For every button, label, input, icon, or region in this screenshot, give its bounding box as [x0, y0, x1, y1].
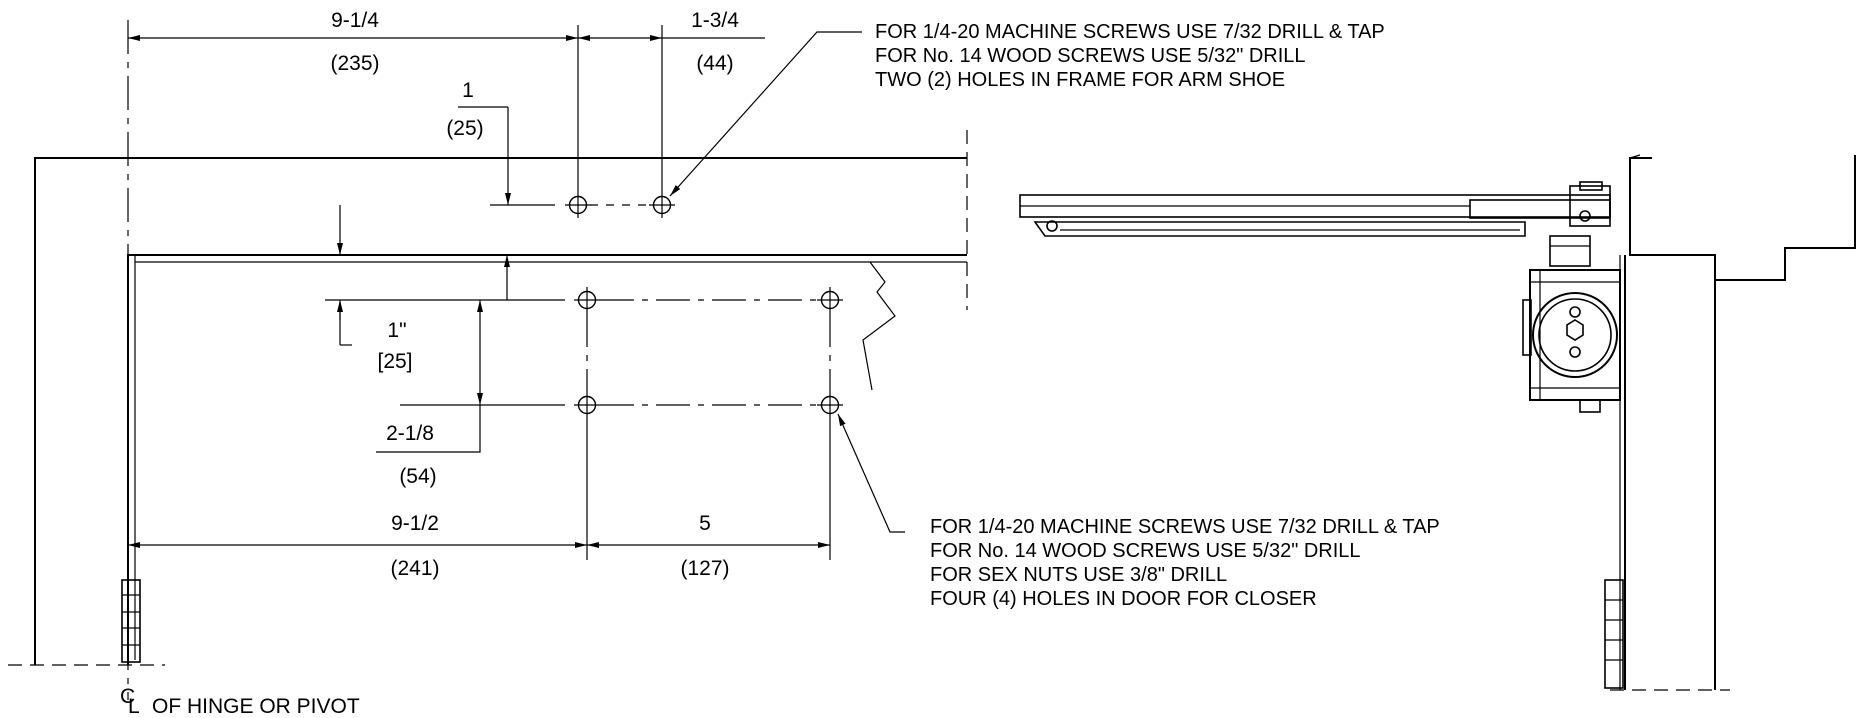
- left-elevation-view: 9-1/4 (235) 1-3/4 (44) 1 (25) 1" [25] 2-…: [8, 9, 1440, 718]
- frame-hole-1: [564, 191, 592, 219]
- centerline-label: OF HINGE OR PIVOT: [152, 695, 360, 718]
- right-section-view: [1019, 154, 1856, 691]
- door-break-zigzag: [862, 261, 896, 391]
- door-outline: [127, 254, 967, 665]
- dim-top-hole-spacing: 1-3/4: [691, 9, 739, 32]
- door-note-leader: [837, 413, 905, 533]
- arm-shoe: [1549, 235, 1591, 267]
- frame-note-line-2: FOR No. 14 WOOD SCREWS USE 5/32" DRILL: [875, 45, 1306, 67]
- dim-top-span-mm: (235): [330, 52, 379, 75]
- hinge-symbol: [121, 579, 141, 663]
- dim-bottom-span: 9-1/2: [391, 512, 439, 535]
- closer-body: [1522, 269, 1621, 413]
- door-hole-4: [816, 391, 844, 419]
- dim-frame-offset: 1: [462, 79, 474, 102]
- frame-header-top-inner: [1629, 154, 1641, 159]
- dim-door-offset-mm: [25]: [377, 350, 412, 373]
- centerline-symbol-l: L: [128, 695, 140, 718]
- dim-bottom-span-mm: (241): [390, 557, 439, 580]
- dim-top-hole-spacing-mm: (44): [696, 52, 733, 75]
- frame-hole-2: [648, 191, 676, 219]
- dim-door-offset: 1": [387, 319, 406, 342]
- door-hole-2: [816, 286, 844, 314]
- dim-bottom-hole-spacing-mm: (127): [680, 557, 729, 580]
- dim-hole-vertical: 2-1/8: [386, 422, 434, 445]
- dim-top-span: 9-1/4: [331, 9, 379, 32]
- dim-hole-vertical-leader: [376, 405, 481, 453]
- frame-note-line-3: TWO (2) HOLES IN FRAME FOR ARM SHOE: [875, 69, 1285, 91]
- dim-bottom-hole-spacing: 5: [699, 512, 711, 535]
- door-note-line-2: FOR No. 14 WOOD SCREWS USE 5/32" DRILL: [930, 540, 1361, 562]
- centerline-symbol-c: C: [120, 685, 135, 708]
- door-hole-3: [573, 391, 601, 419]
- hinge-centerline-label: C L OF HINGE OR PIVOT: [120, 685, 360, 718]
- door-note-line-1: FOR 1/4-20 MACHINE SCREWS USE 7/32 DRILL…: [930, 516, 1440, 538]
- door-hole-1: [573, 286, 601, 314]
- frame-note-line-1: FOR 1/4-20 MACHINE SCREWS USE 7/32 DRILL…: [875, 21, 1385, 43]
- door-note-line-3: FOR SEX NUTS USE 3/8" DRILL: [930, 564, 1227, 586]
- door-note-line-4: FOUR (4) HOLES IN DOOR FOR CLOSER: [930, 588, 1317, 610]
- frame-header-profile: [1629, 155, 1856, 281]
- frame-outline: [34, 157, 967, 665]
- frame-drilling-note: FOR 1/4-20 MACHINE SCREWS USE 7/32 DRILL…: [875, 21, 1385, 91]
- closer-arm: [1019, 181, 1611, 237]
- frame-note-leader: [669, 31, 862, 197]
- dim-frame-offset-mm: (25): [446, 117, 483, 140]
- dim-hole-vertical-mm: (54): [399, 465, 436, 488]
- door-drilling-note: FOR 1/4-20 MACHINE SCREWS USE 7/32 DRILL…: [930, 516, 1440, 610]
- side-hinge-symbol: [1604, 579, 1624, 689]
